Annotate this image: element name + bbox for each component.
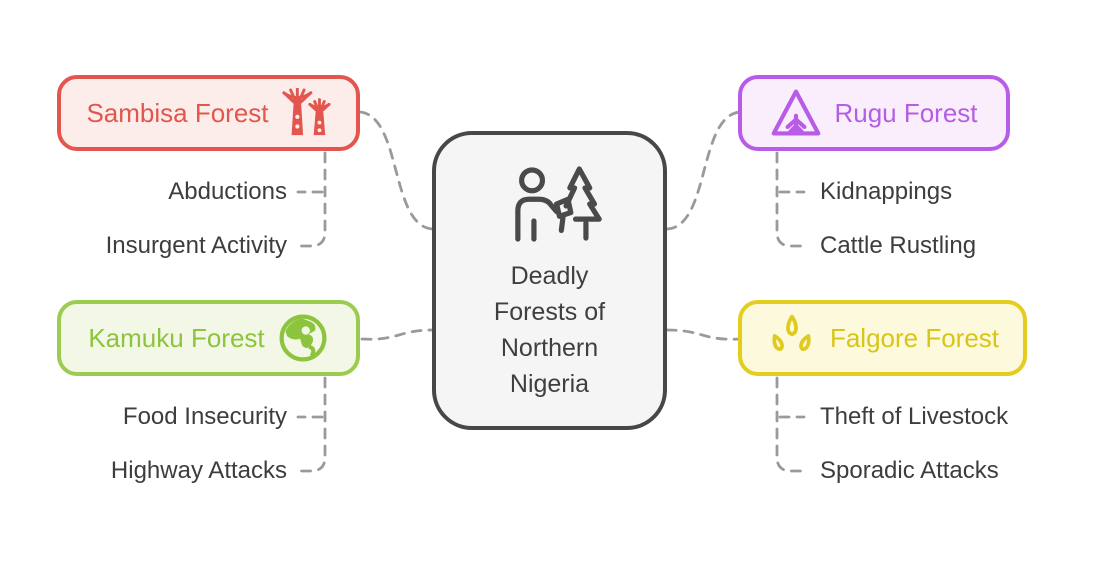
animal-tracks-icon: [772, 314, 811, 351]
item-insurgent-activity: Insurgent Activity: [105, 232, 287, 259]
item-abductions: Abductions: [168, 178, 287, 205]
node-rugu-label: Rugu Forest: [834, 97, 978, 128]
node-falgore-forest: Falgore Forest: [738, 300, 1027, 376]
node-sambisa-label: Sambisa Forest: [86, 97, 269, 128]
node-sambisa-forest: Sambisa Forest: [57, 75, 360, 151]
node-rugu-forest: Rugu Forest: [738, 75, 1010, 151]
item-highway-attacks: Highway Attacks: [110, 457, 287, 484]
forest-warning-sign-icon: [772, 89, 821, 136]
item-theft-of-livestock: Theft of Livestock: [820, 403, 1009, 430]
lumberjack-tree-icon: [514, 165, 602, 242]
supertrees-icon: [281, 88, 331, 136]
center-title: Deadly Forests of Northern Nigeria: [493, 261, 606, 398]
item-kidnappings: Kidnappings: [820, 178, 953, 205]
item-sporadic-attacks: Sporadic Attacks: [820, 457, 999, 484]
item-food-insecurity: Food Insecurity: [122, 403, 287, 430]
node-falgore-label: Falgore Forest: [829, 322, 1000, 353]
center-node: Deadly Forests of Northern Nigeria: [432, 131, 667, 430]
node-kamuku-forest: Kamuku Forest: [57, 300, 360, 376]
globe-icon: [279, 314, 327, 362]
item-cattle-rustling: Cattle Rustling: [820, 232, 977, 259]
node-kamuku-label: Kamuku Forest: [88, 322, 265, 353]
